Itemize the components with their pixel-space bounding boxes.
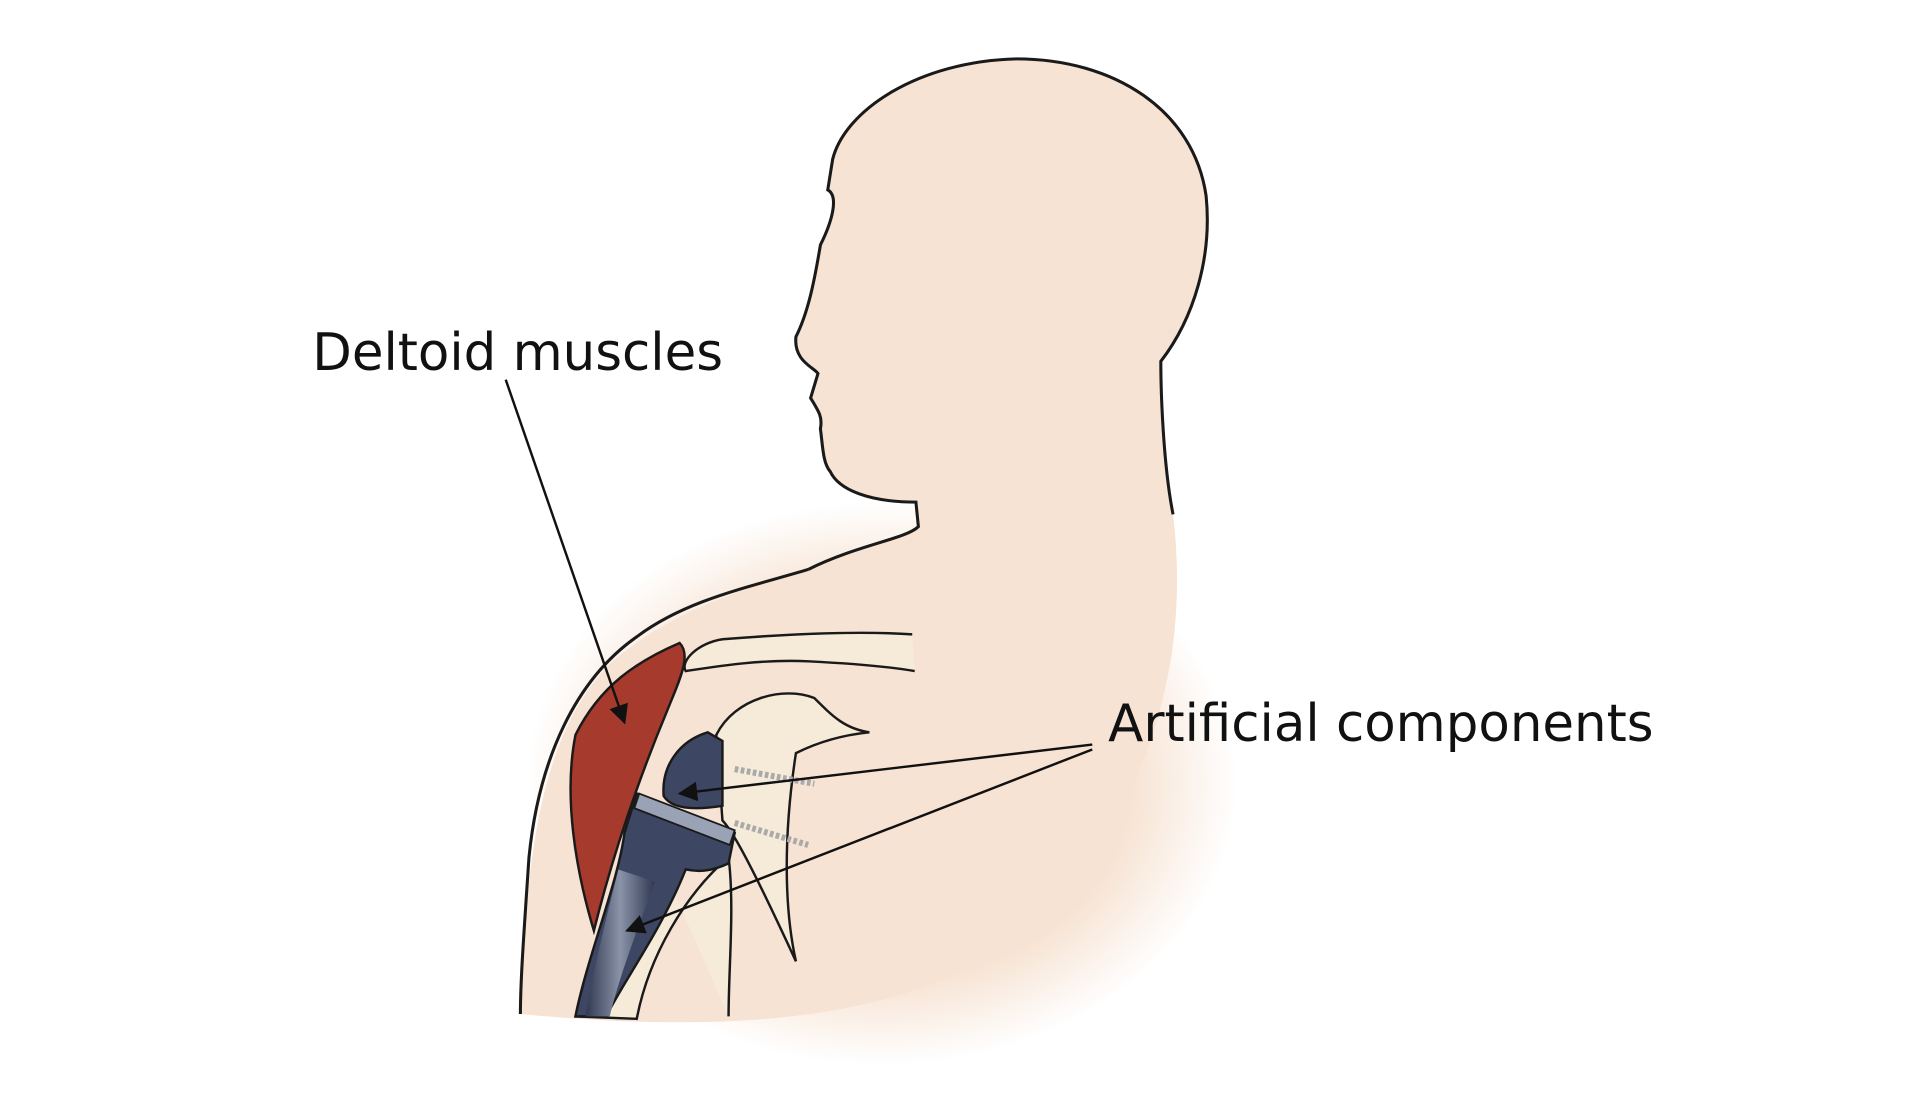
- clavicle: [683, 631, 915, 673]
- components-label: Artificial components: [1108, 694, 1653, 754]
- deltoid-leader: [504, 379, 628, 725]
- screw: [734, 766, 815, 787]
- torso: [520, 514, 1178, 1023]
- deltoid-label: Deltoid muscles: [312, 323, 723, 383]
- stem-leader: [625, 748, 1093, 934]
- humeral-tray: [633, 792, 736, 847]
- deltoid-muscle: [569, 641, 686, 936]
- shoulder-outline: [518, 568, 809, 1014]
- screw: [733, 820, 810, 848]
- head: [794, 57, 1209, 571]
- glenoid-leader: [677, 743, 1093, 802]
- scapula: [715, 692, 870, 962]
- humeral-stem: [585, 869, 656, 1017]
